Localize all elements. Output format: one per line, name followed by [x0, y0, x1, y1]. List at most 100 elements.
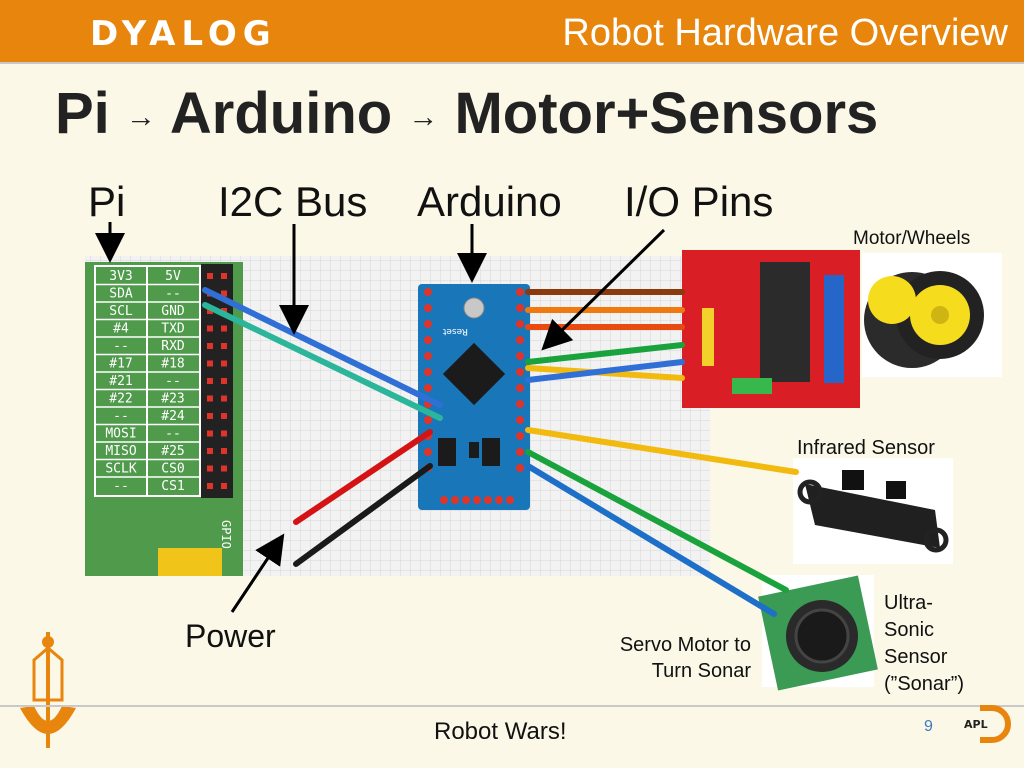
- arduino-pin: [516, 400, 524, 408]
- wire-power-red: [293, 429, 433, 525]
- gpio-pin: [221, 395, 227, 402]
- label-i2c-bus: I2C Bus: [218, 178, 368, 225]
- gpio-pin: [207, 378, 213, 384]
- svg-text:APL: APL: [964, 718, 988, 731]
- label-arduino: Arduino: [417, 178, 562, 225]
- pi-pin-label: SCLK: [105, 462, 136, 477]
- gpio-pin: [221, 290, 227, 297]
- arrow-io-pins: [541, 228, 666, 351]
- arduino-pin: [424, 288, 432, 296]
- label-ultrasonic-sensor: Ultra- Sonic Sensor (”Sonar”): [884, 592, 965, 695]
- arduino-pin: [440, 496, 448, 504]
- pi-pin-label: #23: [161, 392, 184, 407]
- gpio-pin: [221, 360, 227, 367]
- gpio-pin: [207, 343, 213, 349]
- dyalog-logo: DYALOG: [90, 14, 277, 54]
- arrow-power: [230, 533, 285, 613]
- gpio-pin: [221, 465, 227, 472]
- arduino-pin: [451, 496, 459, 504]
- arduino-pin: [473, 496, 481, 504]
- arduino-pin: [516, 320, 524, 328]
- header-divider: [0, 62, 1024, 64]
- label-motor-wheels: Motor/Wheels: [853, 228, 971, 249]
- gpio-pin: [221, 343, 227, 349]
- gpio-pin: [221, 273, 227, 279]
- arduino-pin: [516, 432, 524, 440]
- pi-pin-label: 3V3: [109, 269, 132, 284]
- pi-pin-label: CS0: [161, 462, 184, 477]
- title-part-motor-sensors: Motor+Sensors: [454, 81, 879, 146]
- gpio-pin: [207, 273, 213, 279]
- infrared-sensor: [805, 484, 940, 548]
- wire-infrared-yellow: [525, 427, 799, 475]
- pi-pin-label: RXD: [161, 339, 185, 354]
- arduino-pin: [424, 352, 432, 360]
- gpio-pin: [207, 448, 213, 454]
- reset-button: [463, 297, 485, 319]
- arduino-pin: [516, 304, 524, 312]
- wire-power-black: [293, 463, 433, 567]
- arduino-pin: [516, 464, 524, 472]
- pi-pin-label: #4: [113, 322, 129, 337]
- gpio-label: GPIO: [219, 520, 233, 549]
- slide-header: [0, 0, 1024, 62]
- title-part-pi: Pi: [55, 81, 110, 146]
- wire-green-io: [525, 342, 685, 365]
- arduino-pin: [516, 416, 524, 424]
- arduino-pin: [424, 304, 432, 312]
- pi-pin-label: --: [165, 374, 181, 389]
- label-servo-motor: Servo Motor to Turn Sonar: [619, 634, 751, 682]
- arduino-pin: [516, 352, 524, 360]
- arduino-pin: [484, 496, 492, 504]
- gpio-pin: [207, 483, 213, 489]
- label-infrared-sensor: Infrared Sensor: [797, 437, 935, 459]
- arduino-pin: [506, 496, 514, 504]
- pi-pin-label: #18: [161, 357, 184, 372]
- arduino-pin: [516, 288, 524, 296]
- gpio-pin: [221, 430, 227, 437]
- gpio-pin: [221, 448, 227, 454]
- pi-pin-label: MISO: [105, 444, 136, 459]
- pi-component: [158, 548, 222, 576]
- gpio-pin: [221, 483, 227, 489]
- gpio-pin: [221, 413, 227, 419]
- pi-pin-label: CS1: [161, 479, 184, 494]
- microcontroller-chip: [442, 342, 506, 406]
- arduino-pin: [424, 448, 432, 456]
- arduino-pin: [424, 336, 432, 344]
- arduino-pin: [516, 448, 524, 456]
- page-number: 9: [924, 718, 933, 735]
- gpio-pin: [207, 308, 213, 314]
- gpio-pin: [221, 378, 227, 384]
- pi-pin-label: --: [165, 427, 181, 442]
- arduino-pin: [516, 384, 524, 392]
- wire-sonar-blue: [525, 463, 777, 617]
- pi-pin-label: MOSI: [105, 427, 136, 442]
- gpio-pin: [207, 465, 213, 472]
- pi-pin-label: --: [113, 479, 129, 494]
- wire-blue-io: [525, 359, 685, 383]
- wire-sda-blue: [202, 287, 443, 408]
- arduino-pin: [516, 368, 524, 376]
- arduino-pin: [424, 416, 432, 424]
- header-title: Robot Hardware Overview: [562, 12, 1008, 54]
- pi-pin-label: 5V: [165, 269, 181, 284]
- arduino-pin: [462, 496, 470, 504]
- pi-pin-label: #22: [109, 392, 132, 407]
- pi-pin-label: #21: [109, 374, 132, 389]
- gpio-pin: [207, 395, 213, 402]
- gpio-pin: [207, 325, 213, 332]
- pi-pin-label: GND: [161, 304, 185, 319]
- pi-pin-label: --: [113, 409, 129, 424]
- footer-divider: [0, 705, 1024, 707]
- label-pi: Pi: [88, 178, 126, 225]
- arduino-pin: [516, 336, 524, 344]
- pi-pin-label: TXD: [161, 322, 185, 337]
- arrow-right-icon: →: [408, 100, 439, 134]
- title-part-arduino: Arduino: [169, 81, 393, 146]
- gpio-pin: [207, 413, 213, 419]
- pi-pin-label: #17: [109, 357, 132, 372]
- apl-logo: APL: [964, 705, 1011, 743]
- gpio-pin: [207, 360, 213, 367]
